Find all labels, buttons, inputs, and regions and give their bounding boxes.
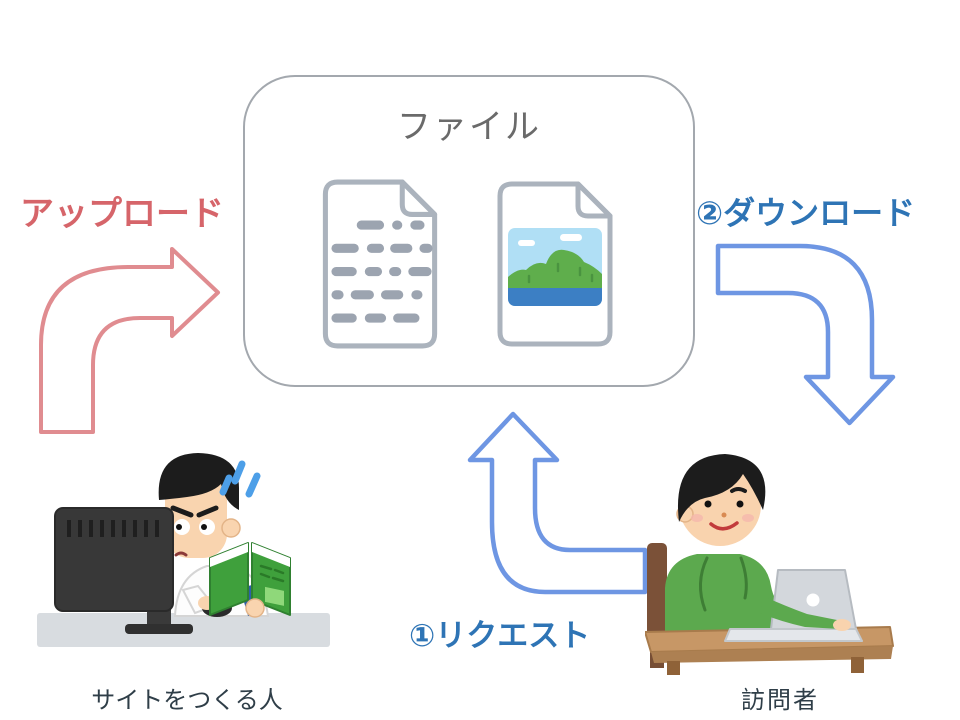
- text-file-lines: [331, 220, 433, 323]
- picture-cloud: [518, 240, 535, 246]
- creator-caption: サイトをつくる人: [91, 686, 283, 714]
- creator-mouth: [174, 551, 188, 557]
- visitor-hand: [833, 619, 851, 631]
- file-box-title: ファイル: [397, 107, 541, 147]
- picture-hills: [508, 249, 602, 288]
- request-arrow: [467, 411, 648, 595]
- text-file-page: [322, 179, 438, 349]
- creator-book-hand: [245, 598, 265, 618]
- file-box: ファイル: [243, 75, 695, 387]
- visitor-illustration: [645, 454, 894, 675]
- picture-water: [508, 288, 602, 306]
- text-file-icon: [322, 179, 438, 349]
- creator-book: [209, 542, 291, 618]
- visitor-nose: [721, 512, 727, 518]
- laptop-logo-icon: [806, 593, 820, 607]
- creator-head: [158, 453, 241, 558]
- download-arrow: [715, 243, 896, 426]
- visitor-caption: 訪問者: [741, 686, 819, 714]
- visitor-sweater-folds: [699, 556, 748, 612]
- download-label: ②ダウンロード: [696, 194, 916, 232]
- upload-label: アップロード: [20, 194, 224, 234]
- text-file-fold: [399, 179, 438, 217]
- request-label: ①リクエスト: [409, 618, 591, 654]
- image-file-icon: [497, 181, 613, 347]
- upload-arrow: [39, 247, 220, 434]
- creator-monitor: [54, 507, 193, 634]
- sweat-drops-icon: [219, 460, 261, 498]
- visitor-eyebrows: [700, 487, 747, 493]
- image-file-picture: [508, 228, 602, 306]
- visitor-mouth: [709, 521, 739, 531]
- site-creator-illustration: [37, 453, 330, 647]
- visitor-chair: [647, 543, 667, 643]
- visitor-arm: [760, 596, 841, 629]
- picture-trees: [527, 262, 594, 284]
- monitor-vents: [67, 520, 159, 537]
- visitor-head: [676, 454, 766, 546]
- image-file-fold: [575, 181, 613, 219]
- creator-eyebrows: [170, 505, 219, 518]
- picture-cloud: [560, 234, 582, 241]
